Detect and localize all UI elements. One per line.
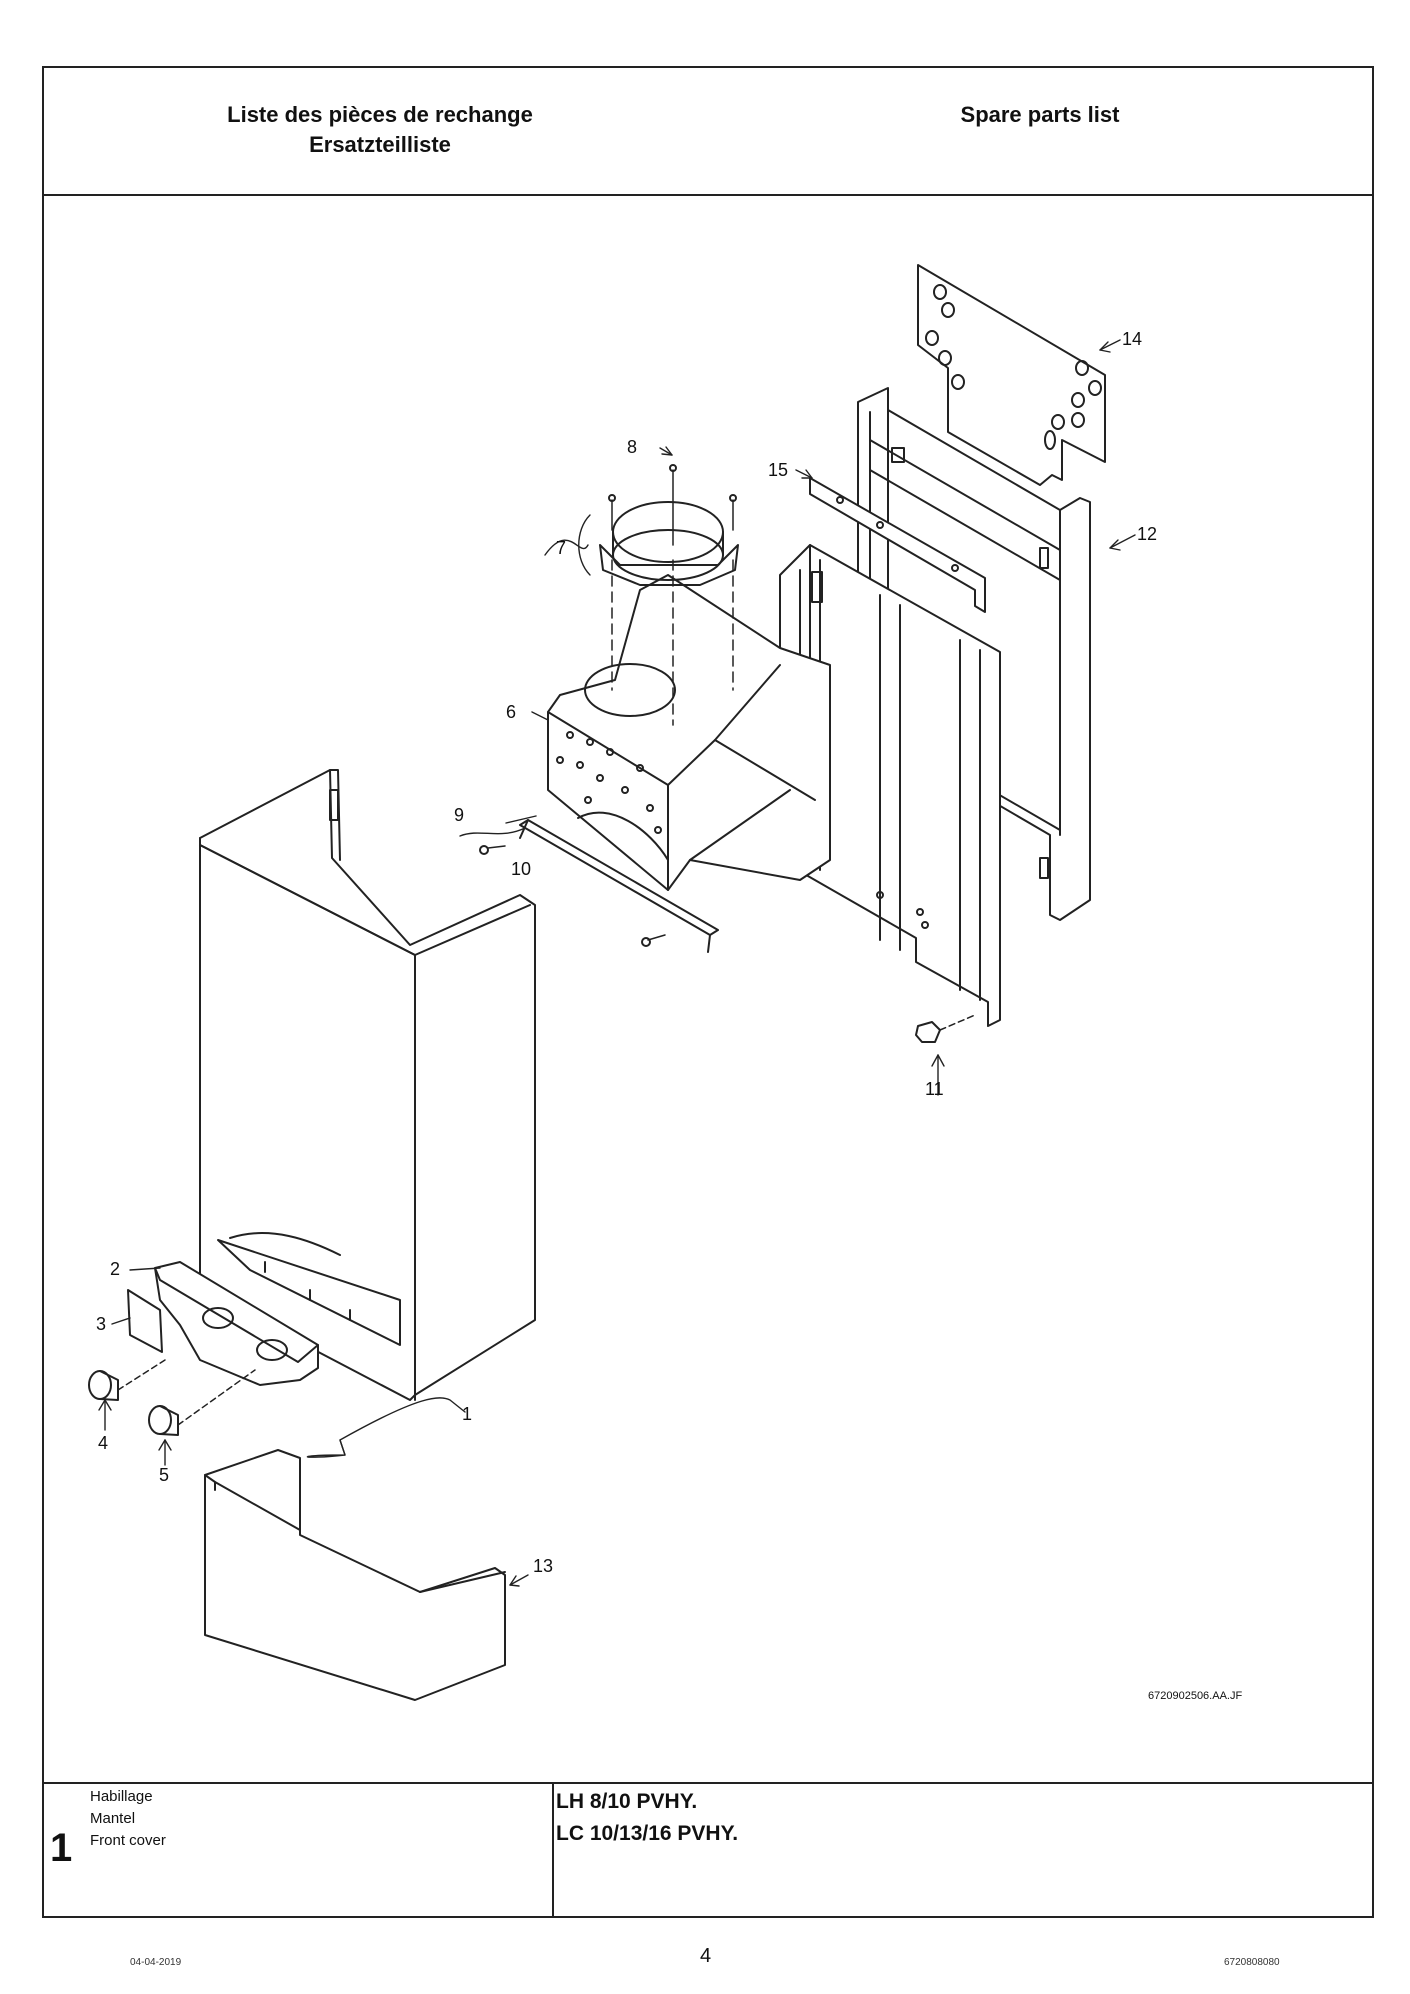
callout-3: 3	[96, 1314, 107, 1334]
model-lc: LC 10/13/16 PVHY.	[556, 1822, 739, 1845]
desc-de: Mantel	[90, 1810, 136, 1827]
header-title-fr-de: Liste des pièces de rechange Ersatzteill…	[140, 100, 620, 160]
footer-description: Habillage Mantel Front cover	[90, 1786, 166, 1852]
callout-15: 15	[768, 460, 789, 480]
part-15-bracket	[809, 477, 986, 613]
part-14-mounting-plate	[917, 264, 1106, 486]
part-11-clip	[915, 1014, 976, 1043]
part-6-hood	[547, 574, 831, 891]
callout-14: 14	[1122, 329, 1143, 349]
callout-13: 13	[533, 1556, 554, 1576]
model-lh: LH 8/10 PVHY.	[556, 1790, 698, 1813]
model-list: LH 8/10 PVHY. LC 10/13/16 PVHY.	[556, 1786, 738, 1850]
part-2-control-panel	[154, 1261, 319, 1386]
callout-5: 5	[159, 1465, 170, 1485]
callout-2: 2	[110, 1259, 121, 1279]
figure-reference: 6720902506.AA.JF	[1148, 1690, 1243, 1702]
part-7-flue-ring	[599, 464, 739, 726]
callout-4: 4	[98, 1433, 109, 1453]
header-title-de: Ersatzteilliste	[309, 132, 451, 157]
chassis-frame	[779, 544, 1001, 1027]
callout-12: 12	[1137, 524, 1158, 544]
desc-en: Front cover	[90, 1832, 166, 1849]
callout-8: 8	[627, 437, 638, 457]
header-title-en: Spare parts list	[960, 102, 1120, 127]
callout-7: 7	[556, 538, 567, 558]
part-1-casing	[199, 769, 536, 1401]
callout-1: 1	[462, 1404, 473, 1424]
header-divider	[44, 194, 1372, 196]
footer-divider	[44, 1782, 1372, 1784]
part-5-knob	[148, 1369, 256, 1436]
callout-9: 9	[454, 805, 465, 825]
footer-column-divider	[552, 1782, 554, 1918]
document-code: 6720808080	[1224, 1957, 1280, 1968]
print-date: 04-04-2019	[130, 1957, 182, 1968]
part-3-plate	[127, 1289, 163, 1353]
section-number: 1	[50, 1826, 73, 1870]
part-13-lower-cover	[204, 1449, 506, 1701]
callout-10: 10	[511, 859, 532, 879]
part-4-knob	[88, 1359, 166, 1401]
leader-lines	[98, 339, 1136, 1587]
callout-11: 11	[925, 1079, 944, 1099]
page-number: 4	[700, 1945, 712, 1967]
header-title-fr: Liste des pièces de rechange	[227, 102, 533, 127]
callout-6: 6	[506, 702, 517, 722]
desc-fr: Habillage	[90, 1788, 153, 1805]
page-frame	[42, 66, 1374, 1918]
